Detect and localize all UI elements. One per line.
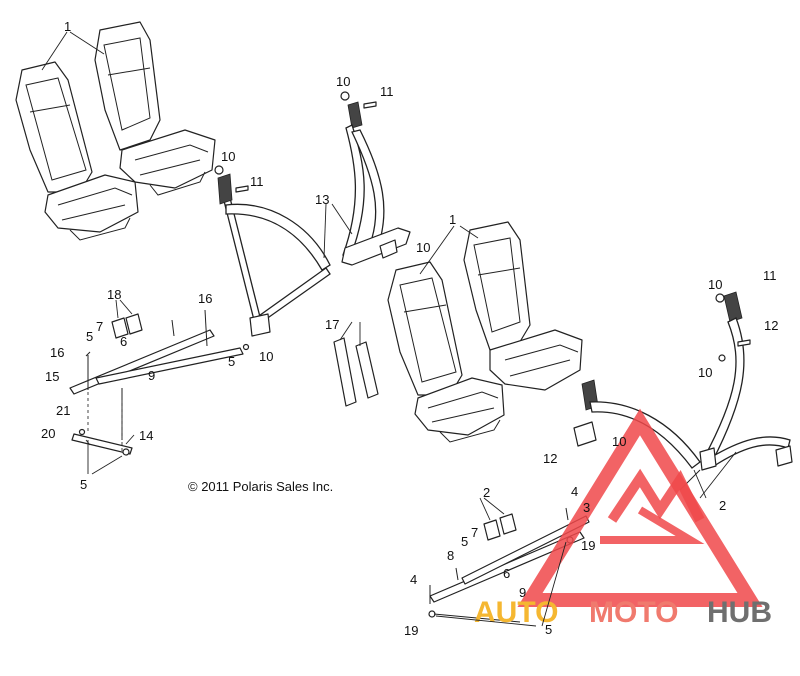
watermark-word-auto: AUTO: [474, 596, 558, 629]
callout-5: 5: [545, 622, 552, 637]
callout-16: 16: [198, 291, 212, 306]
seat-top-right: [94, 21, 216, 196]
callout-11: 11: [380, 84, 394, 99]
callout-6: 6: [120, 334, 127, 349]
callout-3: 3: [583, 500, 590, 515]
seat-right-front: [387, 261, 505, 443]
seat-rail-assembly-left: [69, 309, 250, 456]
callout-13: 13: [315, 192, 329, 207]
callout-1: 1: [449, 212, 456, 227]
seat-right-rear: [463, 221, 583, 391]
callout-4: 4: [410, 572, 417, 587]
callout-19: 19: [581, 538, 595, 553]
callout-10: 10: [708, 277, 722, 292]
seat-belt-right: [573, 291, 793, 491]
callout-11: 11: [763, 268, 777, 283]
callout-10: 10: [259, 349, 273, 364]
callout-10: 10: [698, 365, 712, 380]
callout-19: 19: [404, 623, 418, 638]
callout-11: 11: [250, 174, 264, 189]
callout-17: 17: [325, 317, 339, 332]
callout-16: 16: [50, 345, 64, 360]
seat-belt-left: [214, 165, 331, 337]
callout-10: 10: [336, 74, 350, 89]
callout-1: 1: [64, 19, 71, 34]
callout-7: 7: [96, 319, 103, 334]
callout-2: 2: [483, 485, 490, 500]
seat-belt-center: [340, 91, 411, 266]
callout-10: 10: [612, 434, 626, 449]
callout-5: 5: [80, 477, 87, 492]
callout-9: 9: [519, 585, 526, 600]
callout-5: 5: [228, 354, 235, 369]
callout-12: 12: [764, 318, 778, 333]
callout-12: 12: [543, 451, 557, 466]
callout-18: 18: [107, 287, 121, 302]
callout-15: 15: [45, 369, 59, 384]
callout-2: 2: [719, 498, 726, 513]
callout-8: 8: [447, 548, 454, 563]
callout-21: 21: [56, 403, 70, 418]
copyright-text: © 2011 Polaris Sales Inc.: [188, 479, 333, 494]
seat-top-left: [15, 61, 139, 241]
callout-5: 5: [86, 329, 93, 344]
callout-7: 7: [471, 525, 478, 540]
seat-pads: [333, 337, 379, 407]
watermark-word-hub: HUB: [707, 596, 772, 629]
seat-pair-right: [387, 221, 583, 443]
callouts: 1 1 2 2 3 4 4 5 5 5 5 5 6 6 7 7 8 9 9 10…: [41, 19, 778, 638]
callout-14: 14: [139, 428, 153, 443]
callout-5: 5: [461, 534, 468, 549]
watermark-word-moto: MOTO: [589, 596, 678, 629]
callout-4: 4: [571, 484, 578, 499]
callout-10: 10: [416, 240, 430, 255]
callout-6: 6: [503, 566, 510, 581]
seat-pair-top-left: [15, 21, 216, 241]
callout-20: 20: [41, 426, 55, 441]
watermark-logo: AUTO MOTO HUB: [474, 408, 772, 629]
leader-lines: [41, 31, 737, 627]
callout-9: 9: [148, 368, 155, 383]
callout-10: 10: [221, 149, 235, 164]
